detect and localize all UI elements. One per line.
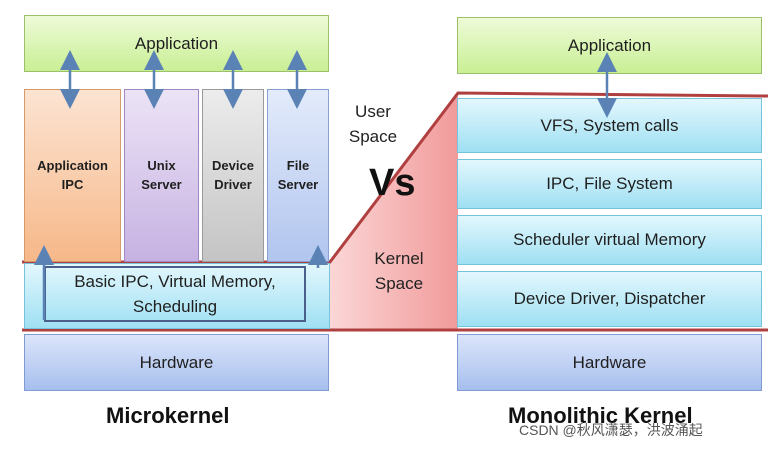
vs-label: Vs [369, 162, 416, 204]
micro-caption: Microkernel [106, 403, 230, 428]
mono-layer-label: IPC, File System [546, 174, 673, 193]
mono-layer-ipc-file-system: IPC, File System [457, 159, 762, 209]
mono-layer-label: Device Driver, Dispatcher [513, 289, 706, 308]
micro-kernel-region [24, 263, 330, 329]
mono-caption: Monolithic Kernel [508, 403, 693, 428]
micro-kernel-label: Basic IPC, Virtual Memory,Scheduling [74, 272, 276, 316]
micro-hardware-label: Hardware [139, 352, 214, 372]
mono-layer-label: Scheduler virtual Memory [513, 230, 706, 249]
mono-application-label: Application [567, 35, 652, 55]
micro-hardware-box: Hardware [24, 334, 329, 391]
mono-layer-label: VFS, System calls [540, 115, 679, 135]
mono-layer-device-driver-dispatcher: Device Driver, Dispatcher [457, 271, 762, 327]
mono-hardware-label: Hardware [572, 352, 647, 372]
micro-kernel-box: Basic IPC, Virtual Memory,Scheduling [44, 266, 306, 322]
mono-hardware-box: Hardware [457, 334, 762, 391]
mono-layer-scheduler-virtual-memory: Scheduler virtual Memory [457, 215, 762, 265]
watermark-text: CSDN @秋风潇瑟，洪波涌起 [519, 422, 703, 438]
kernel-space-region [330, 93, 458, 330]
micro-application-label: Application [134, 33, 219, 53]
